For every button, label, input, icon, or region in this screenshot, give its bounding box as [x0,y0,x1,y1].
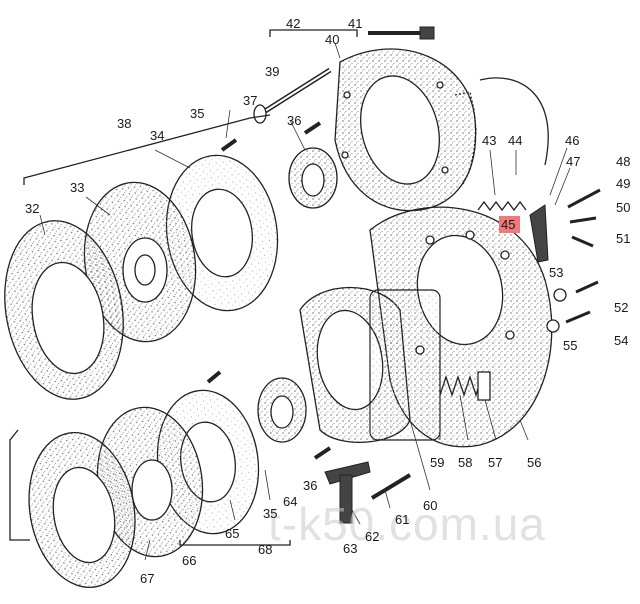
label-42: 42 [286,16,300,31]
highlight-box-45 [499,216,520,233]
label-43: 43 [482,133,496,148]
label-66: 66 [182,553,196,568]
label-62: 62 [365,529,379,544]
splined-hub-part-37 [288,147,338,209]
label-53: 53 [549,265,563,280]
brake-drum-part-60 [299,286,441,443]
ring-gear-part-40 [334,48,477,212]
bolt-part-35-top [220,138,238,152]
label-65: 65 [225,526,239,541]
label-47: 47 [566,154,580,169]
label-56: 56 [527,455,541,470]
label-35-lower: 35 [263,506,277,521]
label-50: 50 [616,200,630,215]
label-63: 63 [343,541,357,556]
label-52: 52 [614,300,628,315]
label-41: 41 [348,16,362,31]
label-68: 68 [258,542,272,557]
right-hardware [546,188,601,333]
label-61: 61 [395,512,409,527]
label-57: 57 [488,455,502,470]
friction-lining-part-67 [28,432,136,588]
splined-hub-part-64 [257,377,307,443]
label-58: 58 [458,455,472,470]
label-54: 54 [614,333,628,348]
friction-lining-part-32 [4,220,124,400]
label-60: 60 [423,498,437,513]
label-39: 39 [265,64,279,79]
label-36-top: 36 [287,113,301,128]
part-labels: 42 41 40 39 37 36 38 35 34 33 32 43 44 4… [25,16,630,586]
bolt-part-41 [368,26,435,40]
wire-arc-part-44 [479,77,549,166]
pin-part-39 [253,67,332,124]
label-48: 48 [616,154,630,169]
label-38: 38 [117,116,131,131]
label-55: 55 [563,338,577,353]
label-37: 37 [243,93,257,108]
bracket-lines [9,29,358,546]
label-49: 49 [616,176,630,191]
watermark: t-k50.com.ua [268,498,546,550]
label-35-top: 35 [190,106,204,121]
label-67: 67 [140,571,154,586]
label-33: 33 [70,180,84,195]
label-40: 40 [325,32,339,47]
bolt-part-35-lower [206,370,222,384]
spring-part-43 [477,200,527,212]
label-64: 64 [283,494,297,509]
leader-lines [39,42,571,561]
label-51: 51 [616,231,630,246]
label-32: 32 [25,201,39,216]
label-46: 46 [565,133,579,148]
label-59: 59 [430,455,444,470]
spring-part-57 [439,371,491,401]
label-34: 34 [150,128,164,143]
lever-part-45 [529,204,549,263]
label-36-lower: 36 [303,478,317,493]
lower-hardware [313,446,412,524]
label-44: 44 [508,133,522,148]
small-bolt-part-36-top [303,121,322,135]
label-45: 45 [501,217,515,232]
